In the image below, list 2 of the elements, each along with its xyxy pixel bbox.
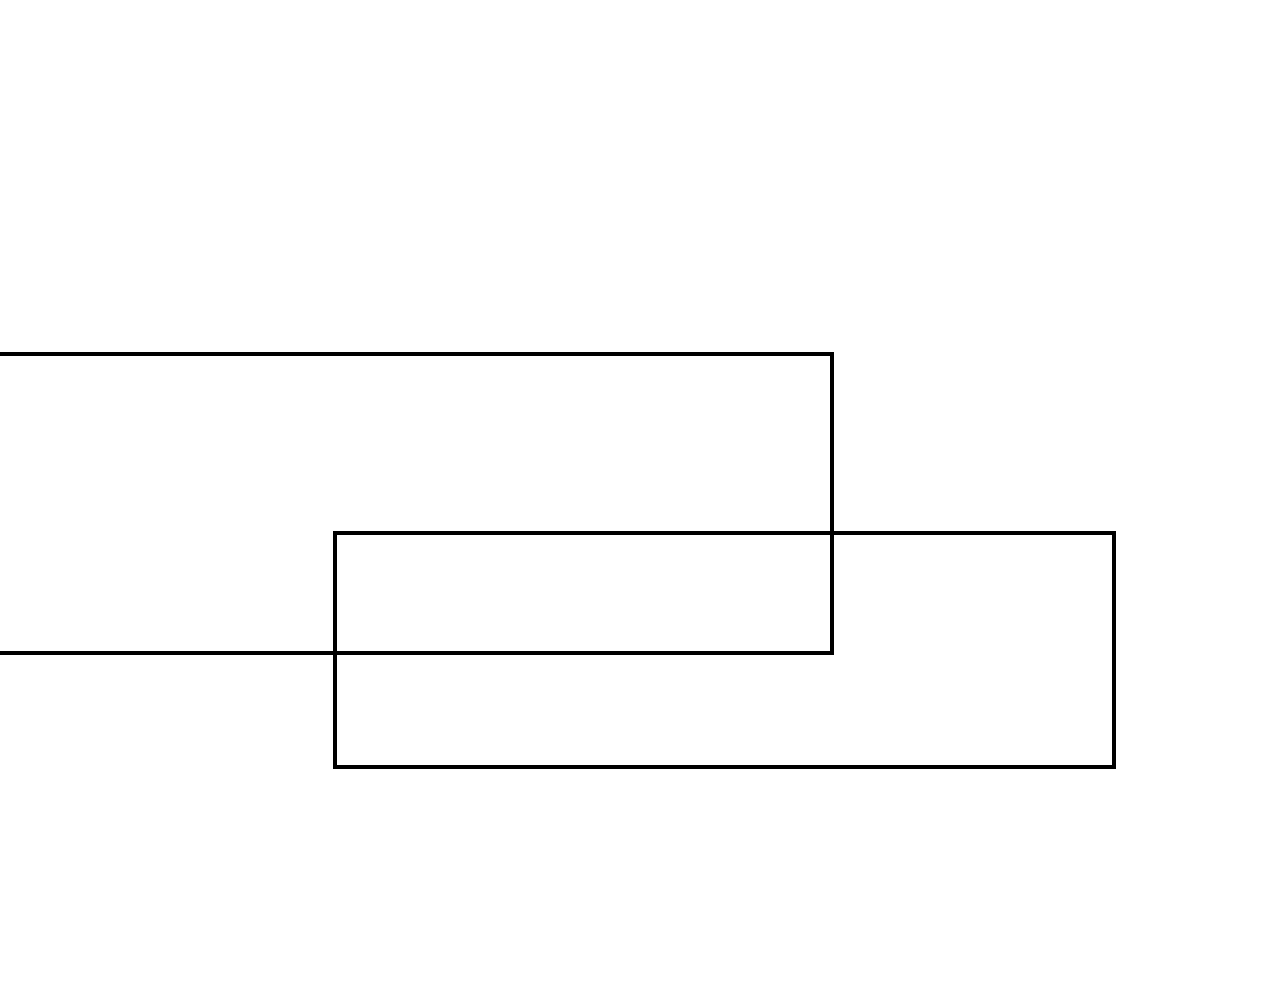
empty-box: [333, 531, 1116, 769]
empty-box: [0, 352, 834, 655]
